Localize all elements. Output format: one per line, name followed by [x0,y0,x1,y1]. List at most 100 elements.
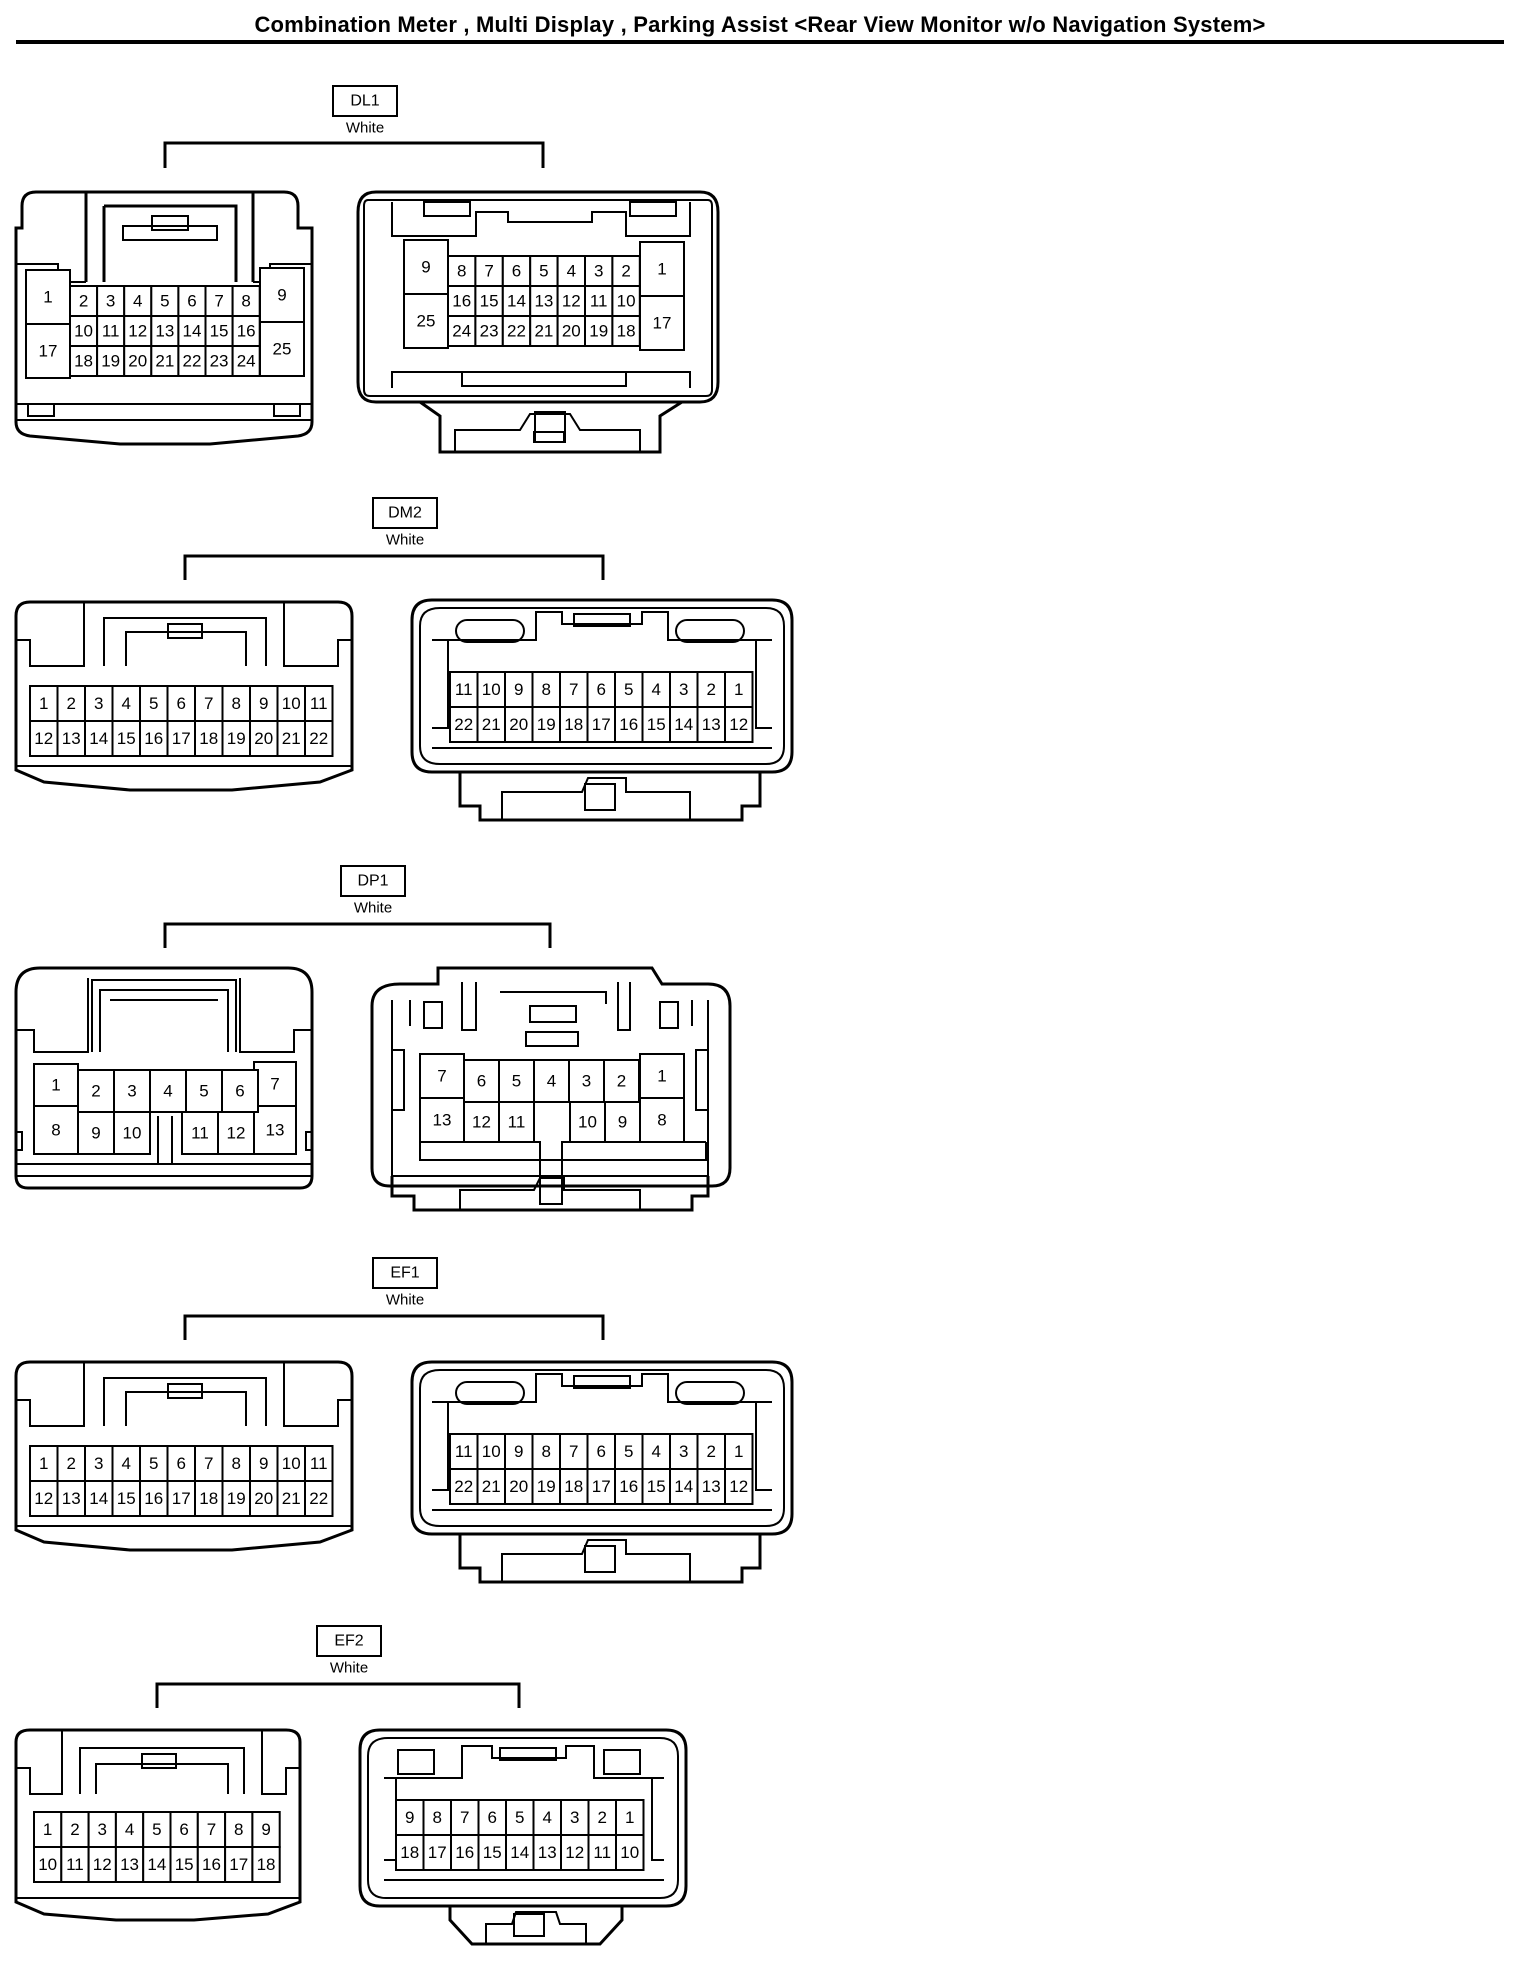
pin-label: 22 [454,715,473,734]
pin-cell [615,1834,645,1871]
connector-label: EF2 [334,1633,363,1650]
pin-cell [224,1846,254,1883]
pin-label: 5 [512,1072,521,1091]
pin-label: 11 [66,1855,84,1874]
pin-cell [505,1834,535,1871]
pin-label: 18 [564,1477,583,1496]
pin-label: 18 [257,1855,276,1874]
pin-cell [529,255,559,287]
pin-label: 1 [43,1820,52,1839]
pin-label: 5 [624,680,633,699]
pin-label: 17 [172,729,191,748]
pin-cell [77,1111,115,1155]
pin-label: 19 [537,1477,556,1496]
pin-label: 21 [282,729,301,748]
pin-label: 15 [480,292,499,311]
pin-label: 9 [618,1113,627,1132]
pin-label: 22 [182,352,201,371]
pin-label: 20 [509,715,528,734]
pin-label: 1 [39,1454,48,1473]
pin-label: 6 [512,262,521,281]
pin-label: 18 [199,729,218,748]
pin-label: 6 [477,1072,486,1091]
pin-label: 13 [266,1121,285,1140]
pin-label: 19 [101,352,120,371]
pin-cell [231,315,261,347]
pin-label: 19 [589,322,608,341]
pin-label: 1 [39,694,48,713]
pin-label: 12 [128,322,147,341]
pin-label: 12 [729,715,748,734]
pin-cell [185,1069,223,1113]
connector-bracket [163,922,552,948]
pin-label: 7 [569,680,578,699]
pin-cell [603,1059,640,1103]
pin-label: 3 [679,680,688,699]
pin-label: 21 [282,1489,301,1508]
pin-label: 15 [210,322,229,341]
pin-cell [611,285,641,317]
pin-label: 7 [460,1808,469,1827]
connector-label-box [372,497,438,529]
pin-label: 22 [309,1489,328,1508]
connector-label-box [340,865,406,897]
pin-label: 17 [39,342,58,361]
ef1-male-housing [410,1360,794,1584]
pin-label: 19 [227,729,246,748]
pin-label: 9 [277,286,286,305]
pin-label: 13 [62,729,81,748]
pin-cell [150,285,180,317]
pin-cell [696,1468,726,1505]
pin-label: 11 [102,322,120,341]
pin-cell [604,1101,641,1143]
pin-label: 2 [79,292,88,311]
pin-label: 7 [270,1075,279,1094]
pin-cell [531,1433,561,1470]
pin-label: 18 [400,1843,419,1862]
pin-label: 7 [484,262,493,281]
pin-label: 6 [177,1454,186,1473]
pin-label: 10 [38,1855,57,1874]
pin-cell [501,255,532,287]
pin-label: 8 [241,292,250,311]
pin-label: 16 [452,292,471,311]
pin-cell [476,706,506,743]
pin-label: 3 [106,292,115,311]
pin-cell [304,1445,334,1482]
pin-label: 2 [67,1454,76,1473]
pin-cell [139,1445,169,1482]
pin-label: 15 [117,1489,136,1508]
pin-label: 10 [620,1843,639,1862]
pin-cell [449,706,479,743]
pin-label: 5 [152,1820,161,1839]
pin-label: 4 [122,694,131,713]
pin-label: 4 [125,1820,134,1839]
pin-cell [111,1480,141,1517]
pin-label: 12 [472,1113,491,1132]
pin-label: 12 [34,1489,53,1508]
pin-label: 5 [160,292,169,311]
pin-cell [614,1433,644,1470]
pin-label: 10 [482,680,501,699]
dm2-female-housing [14,600,354,792]
pin-cell [724,706,754,743]
pin-label: 9 [261,1820,270,1839]
connector-bracket [163,141,545,168]
pin-label: 17 [229,1855,248,1874]
pin-label: 2 [70,1820,79,1839]
pin-label: 6 [235,1082,244,1101]
pin-cell [177,345,207,377]
pin-cell [422,1834,452,1871]
pin-label: 11 [455,680,473,699]
pin-cell [304,1480,334,1517]
pin-label: 12 [93,1855,112,1874]
pin-cell [559,1468,589,1505]
pin-cell [114,1846,145,1883]
pin-cell [123,285,153,317]
pin-label: 6 [187,292,196,311]
pin-label: 14 [510,1843,529,1862]
pin-label: 3 [594,262,603,281]
connector-color: White [346,120,384,137]
